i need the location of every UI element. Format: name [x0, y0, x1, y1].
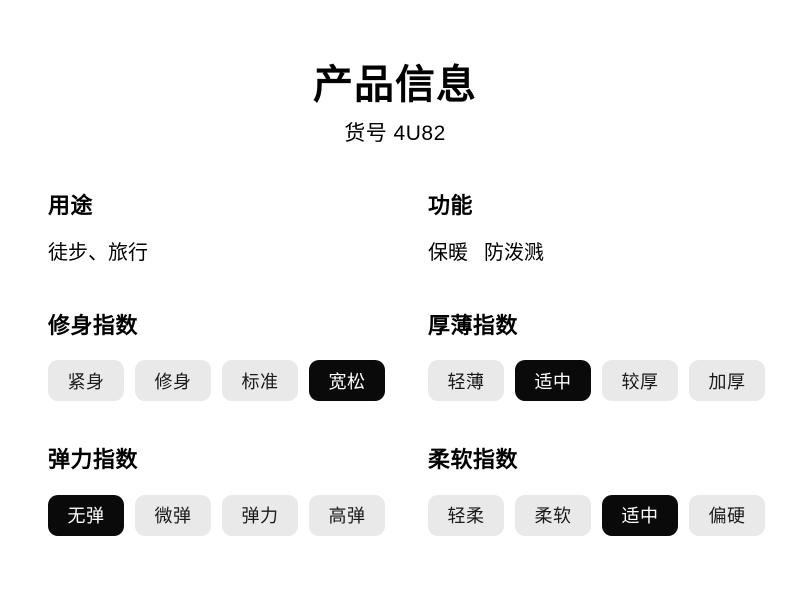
fit-index-option-slim[interactable]: 修身	[135, 360, 211, 402]
section-fit-index: 修身指数 紧身 修身 标准 宽松	[48, 312, 428, 447]
thickness-index-option-thick[interactable]: 加厚	[689, 360, 765, 402]
section-usage-values: 徒步、旅行	[48, 240, 428, 266]
spec-grid: 用途 徒步、旅行 功能 保暖 防泼溅 修身指数 紧身 修身 标准 宽松	[0, 192, 790, 536]
softness-index-option-soft[interactable]: 柔软	[515, 494, 591, 536]
section-thickness-index: 厚薄指数 轻薄 适中 较厚 加厚	[428, 312, 765, 447]
fit-index-options: 紧身 修身 标准 宽松	[48, 360, 428, 402]
section-elasticity-index: 弹力指数 无弹 微弹 弹力 高弹	[48, 446, 428, 536]
softness-index-option-medium[interactable]: 适中	[602, 494, 678, 536]
elasticity-index-option-high[interactable]: 高弹	[309, 494, 385, 536]
section-thickness-index-title: 厚薄指数	[428, 312, 519, 338]
fit-index-option-loose[interactable]: 宽松	[309, 360, 385, 402]
function-value-warmth: 保暖	[428, 241, 468, 264]
function-value-water-repellent: 防泼溅	[484, 241, 544, 264]
elasticity-index-option-none[interactable]: 无弹	[48, 494, 124, 536]
softness-index-option-firm[interactable]: 偏硬	[689, 494, 765, 536]
section-function: 功能 保暖 防泼溅	[428, 192, 765, 312]
page-header: 产品信息 货号 4U82	[0, 0, 790, 146]
fit-index-option-standard[interactable]: 标准	[222, 360, 298, 402]
section-softness-index-title: 柔软指数	[428, 447, 519, 473]
section-softness-index: 柔软指数 轻柔 柔软 适中 偏硬	[428, 446, 765, 536]
product-code-subtitle: 货号 4U82	[344, 122, 446, 145]
softness-index-option-light-soft[interactable]: 轻柔	[428, 494, 504, 536]
section-function-title: 功能	[428, 193, 474, 219]
section-usage-title: 用途	[48, 193, 94, 219]
usage-value: 徒步、旅行	[48, 241, 148, 264]
thickness-index-option-medium[interactable]: 适中	[515, 360, 591, 402]
thickness-index-option-thicker[interactable]: 较厚	[602, 360, 678, 402]
elasticity-index-options: 无弹 微弹 弹力 高弹	[48, 494, 428, 536]
section-elasticity-index-title: 弹力指数	[48, 447, 139, 473]
section-fit-index-title: 修身指数	[48, 312, 139, 338]
thickness-index-options: 轻薄 适中 较厚 加厚	[428, 360, 765, 402]
elasticity-index-option-elastic[interactable]: 弹力	[222, 494, 298, 536]
softness-index-options: 轻柔 柔软 适中 偏硬	[428, 494, 765, 536]
fit-index-option-slim-tight[interactable]: 紧身	[48, 360, 124, 402]
thickness-index-option-light[interactable]: 轻薄	[428, 360, 504, 402]
section-usage: 用途 徒步、旅行	[48, 192, 428, 312]
page-title: 产品信息	[313, 63, 477, 107]
section-function-values: 保暖 防泼溅	[428, 240, 765, 266]
elasticity-index-option-slight[interactable]: 微弹	[135, 494, 211, 536]
